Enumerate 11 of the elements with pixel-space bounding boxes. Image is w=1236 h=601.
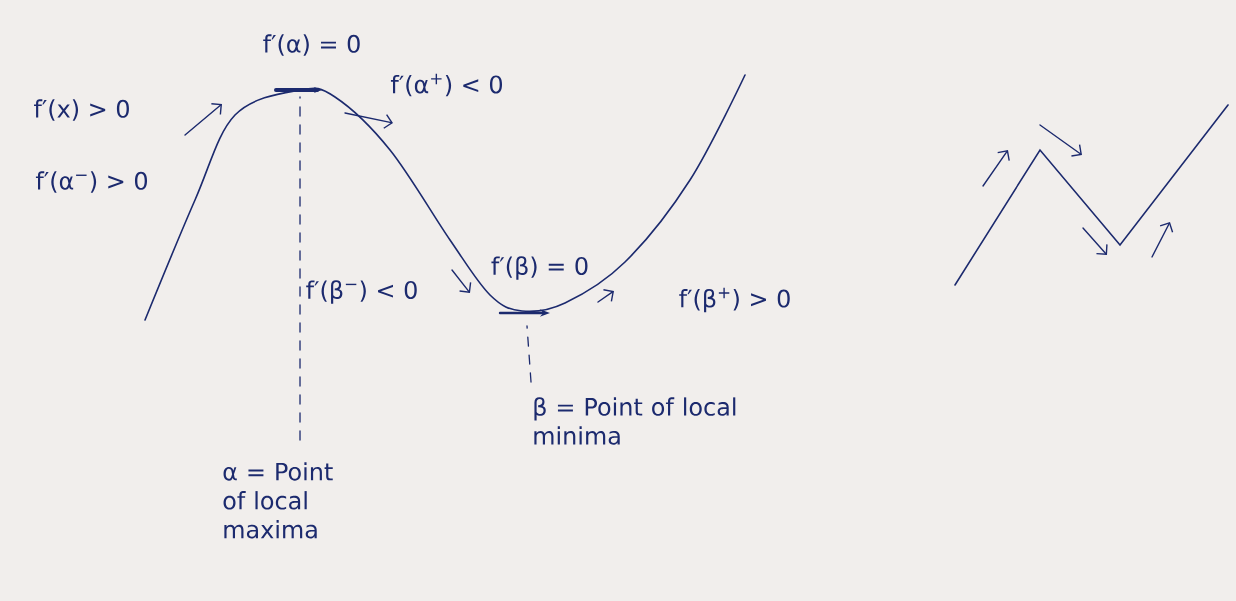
leader-line bbox=[526, 325, 532, 383]
derivative-label: f′(β) = 0 bbox=[491, 256, 588, 280]
derivative-label: f′(β$^{+}$) > 0 bbox=[679, 287, 790, 313]
derivative-label: f′(α$^{+}$) < 0 bbox=[390, 73, 502, 97]
definition-text: α = Point of local maxima bbox=[223, 462, 333, 539]
derivative-label: f′(α) = 0 bbox=[263, 34, 360, 56]
derivative-label: f′(x) > 0 bbox=[34, 99, 129, 121]
definition-text: β = Point of local minima bbox=[534, 397, 736, 445]
derivative-label: f′(β$^{−}$) < 0 bbox=[306, 280, 417, 304]
leader-line bbox=[299, 96, 301, 441]
derivative-label: f′(α$^{−}$) > 0 bbox=[35, 171, 147, 193]
